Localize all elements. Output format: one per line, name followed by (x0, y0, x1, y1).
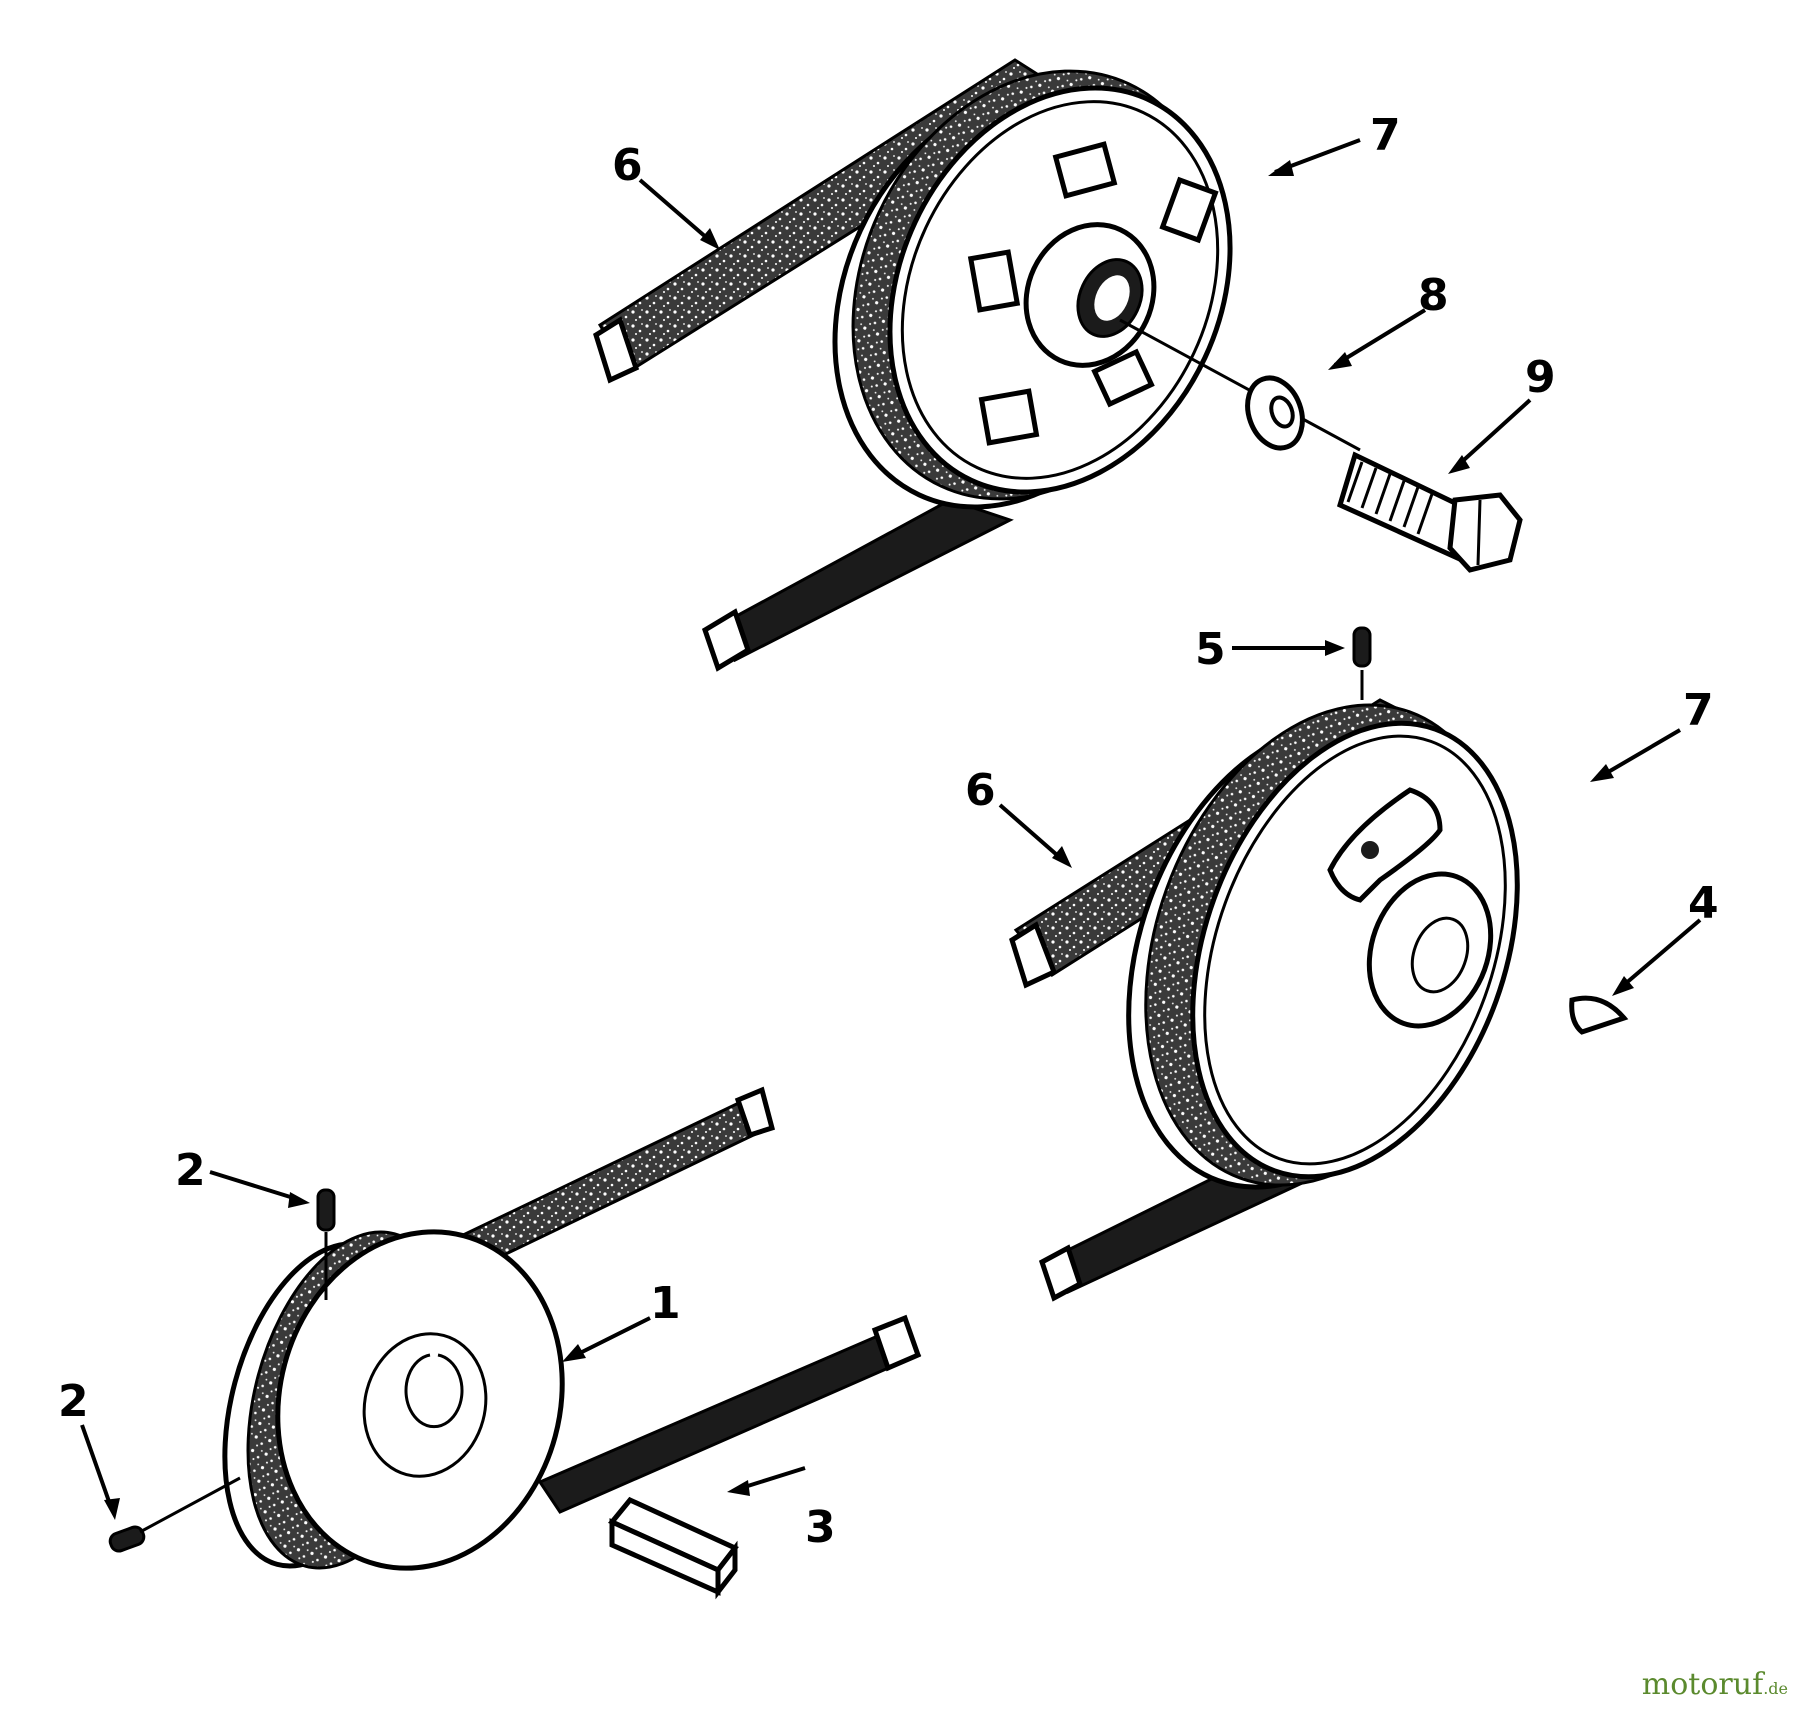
set-screw-2-top (316, 1188, 336, 1300)
set-screw-5 (1352, 626, 1372, 700)
callout-2-side: 2 (58, 1376, 89, 1427)
set-screw-2-side (108, 1476, 241, 1553)
callout-8: 8 (1418, 270, 1449, 321)
pulley-face-inner-top (900, 100, 1220, 480)
belt-end-upper-right (1009, 921, 1058, 989)
leader-lines (80, 138, 1702, 1520)
callout-2-top: 2 (175, 1145, 206, 1196)
right-pulley-assembly (1009, 626, 1629, 1302)
belt-end-upper-top (593, 316, 640, 384)
belt-end-lower-left (871, 1314, 922, 1372)
washer (1245, 375, 1305, 451)
square-key (608, 1496, 739, 1600)
callout-7-right: 7 (1683, 685, 1714, 736)
pulley-face-left (275, 1229, 565, 1571)
callout-4: 4 (1688, 878, 1719, 929)
callout-6-right: 6 (965, 765, 996, 816)
woodruff-key (1569, 995, 1629, 1035)
belt-end-lower-right (1038, 1244, 1084, 1302)
pulley-hub-left (362, 1332, 488, 1478)
callout-1: 1 (650, 1278, 681, 1329)
top-pulley-assembly (593, 58, 1523, 672)
watermark-tld: .de (1763, 1679, 1788, 1698)
callout-5: 5 (1195, 624, 1226, 675)
pulley-tabs (967, 141, 1219, 446)
belt-end-upper-left (734, 1086, 776, 1139)
callout-9: 9 (1525, 352, 1556, 403)
callout-3: 3 (805, 1502, 836, 1553)
bottom-left-pulley-assembly (108, 1086, 922, 1600)
callout-6-top: 6 (612, 140, 643, 191)
watermark-logo: motoruf.de (1642, 1667, 1788, 1702)
pulley-hub-right (1366, 871, 1494, 1029)
bolt (1336, 451, 1523, 573)
belt-lower-run-left (537, 1333, 922, 1514)
watermark-name: motoruf (1641, 1667, 1764, 1702)
belt-lower-run-top (718, 498, 1014, 663)
belt-end-lower-top (701, 608, 752, 672)
callout-labels: 6 7 8 9 5 7 6 4 2 1 2 3 (58, 110, 1719, 1553)
set-screw-clamp (1327, 787, 1443, 903)
callout-7-top: 7 (1370, 110, 1401, 161)
